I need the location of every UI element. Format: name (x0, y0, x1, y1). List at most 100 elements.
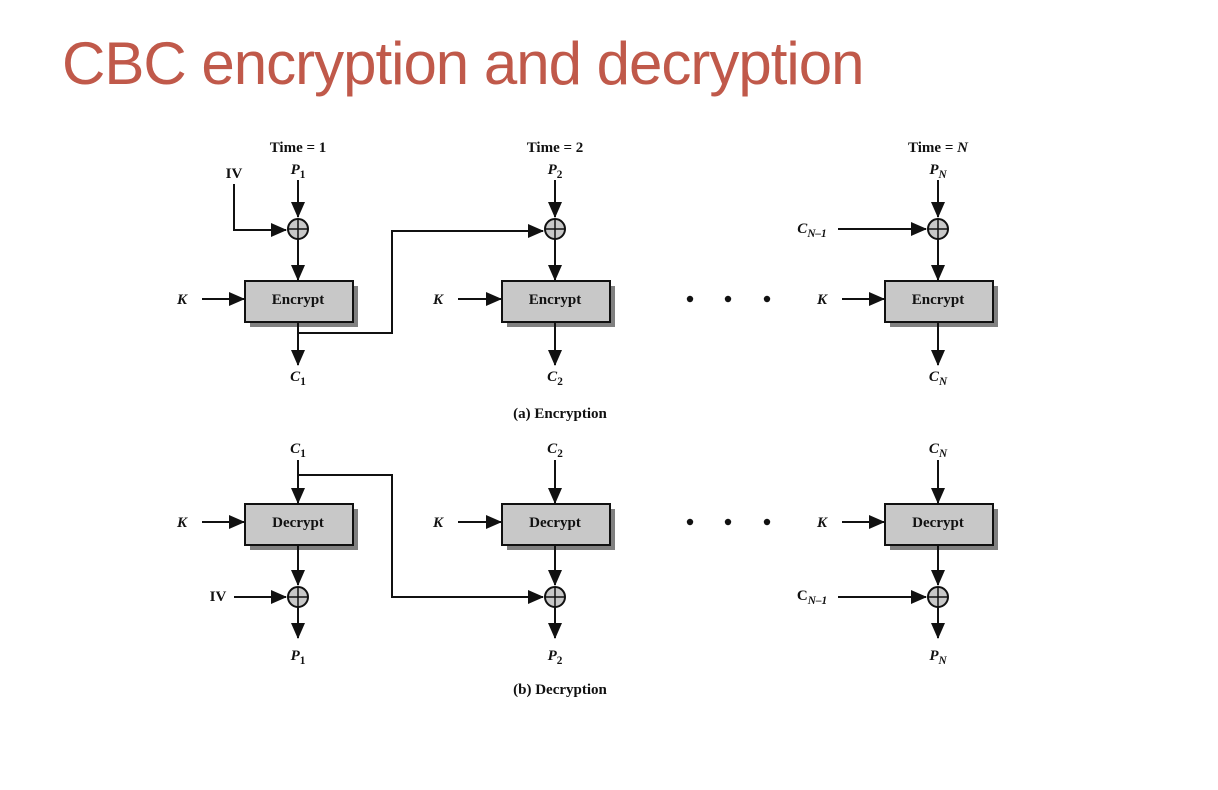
plaintext-output-label-subscript: 2 (557, 655, 563, 667)
ciphertext-feedback-line (298, 474, 544, 604)
plaintext-input-label-subscript: N (938, 169, 948, 181)
time-label: Time = 1 (270, 140, 327, 156)
block-rect (501, 280, 611, 323)
key-label-main: K (432, 515, 444, 531)
plaintext-output-label-main: P (929, 648, 939, 664)
plaintext-input-label-main: P (929, 162, 939, 178)
plaintext-input-label-main: P (291, 162, 301, 178)
block-rect (501, 503, 611, 546)
ellipsis-dot (763, 295, 771, 303)
ciphertext-output-label-main: C (547, 369, 558, 385)
ellipsis-dot (724, 518, 732, 526)
block-label: Encrypt (912, 292, 965, 308)
ellipsis-dot (686, 295, 694, 303)
previous-ciphertext-label-main: C (797, 588, 808, 604)
xor-icon (927, 586, 949, 608)
plaintext-output-label: P2 (548, 648, 563, 667)
ciphertext-input-label-subscript: 2 (557, 448, 563, 460)
block-label: Encrypt (529, 292, 582, 308)
plaintext-input-label: P1 (291, 162, 306, 181)
block-label: Decrypt (912, 515, 964, 531)
previous-ciphertext-label-subscript: N–1 (807, 595, 827, 607)
ellipsis-dot (686, 518, 694, 526)
time-label: Time = 2 (527, 140, 584, 156)
plaintext-input-label: PN (929, 162, 947, 181)
decryption-caption: (b) Decryption (513, 682, 607, 698)
ellipsis-dot (724, 295, 732, 303)
ciphertext-input-label-main: C (929, 441, 940, 457)
key-label-main: K (816, 515, 828, 531)
key-label: K (816, 292, 828, 308)
ciphertext-output-label-main: C (929, 369, 940, 385)
xor-icon (927, 218, 949, 240)
ciphertext-input-label: CN (929, 441, 948, 460)
plaintext-output-label-subscript: 1 (300, 655, 306, 667)
ciphertext-output-label: CN (929, 369, 948, 388)
ciphertext-input-label: C1 (290, 441, 306, 460)
ellipsis-dots (686, 295, 771, 303)
encrypt-block: Encrypt (884, 280, 998, 327)
time-label: Time = N (908, 140, 969, 156)
key-label: K (176, 292, 188, 308)
iv-label: IV (226, 166, 243, 182)
key-label: K (816, 515, 828, 531)
key-label-main: K (176, 515, 188, 531)
encrypt-block: Encrypt (244, 280, 358, 327)
xor-icon (287, 586, 309, 608)
key-label-main: K (176, 292, 188, 308)
block-label: Decrypt (272, 515, 324, 531)
ciphertext-feedback-line (298, 224, 544, 334)
decrypt-block: Decrypt (244, 503, 358, 550)
iv-label-main: IV (210, 589, 227, 605)
encrypt-block: Encrypt (501, 280, 615, 327)
previous-ciphertext-label-subscript: N–1 (806, 228, 826, 240)
key-label: K (176, 515, 188, 531)
ciphertext-input-label-subscript: N (938, 448, 948, 460)
xor-icon (544, 218, 566, 240)
iv-label-main: IV (226, 166, 243, 182)
encryption-caption: (a) Encryption (513, 406, 607, 422)
block-rect (884, 503, 994, 546)
plaintext-input-label-subscript: 2 (557, 169, 563, 181)
plaintext-input-label: P2 (548, 162, 563, 181)
ciphertext-output-label-subscript: N (938, 376, 948, 388)
decrypt-block: Decrypt (884, 503, 998, 550)
block-rect (244, 280, 354, 323)
ciphertext-output-label: C2 (547, 369, 563, 388)
key-label: K (432, 515, 444, 531)
key-label-main: K (816, 292, 828, 308)
time-label-text: Time = (908, 140, 957, 156)
previous-ciphertext-label-main: C (797, 221, 808, 237)
xor-icon (544, 586, 566, 608)
decrypt-block: Decrypt (501, 503, 615, 550)
ciphertext-output-label-subscript: 1 (300, 376, 306, 388)
plaintext-output-label-main: P (291, 648, 301, 664)
plaintext-output-label: PN (929, 648, 947, 667)
plaintext-output-label-subscript: N (938, 655, 948, 667)
iv-label: IV (210, 589, 227, 605)
ciphertext-input-label-subscript: 1 (300, 448, 306, 460)
plaintext-input-label-subscript: 1 (300, 169, 306, 181)
key-label-main: K (432, 292, 444, 308)
ellipsis-dot (763, 518, 771, 526)
key-label: K (432, 292, 444, 308)
xor-icon (287, 218, 309, 240)
block-rect (244, 503, 354, 546)
time-label-n: N (956, 140, 969, 156)
previous-ciphertext-label: CN–1 (797, 221, 826, 240)
plaintext-output-label: P1 (291, 648, 306, 667)
block-label: Decrypt (529, 515, 581, 531)
ciphertext-output-label: C1 (290, 369, 306, 388)
plaintext-input-label-main: P (548, 162, 558, 178)
ellipsis-dots (686, 518, 771, 526)
plaintext-output-label-main: P (548, 648, 558, 664)
